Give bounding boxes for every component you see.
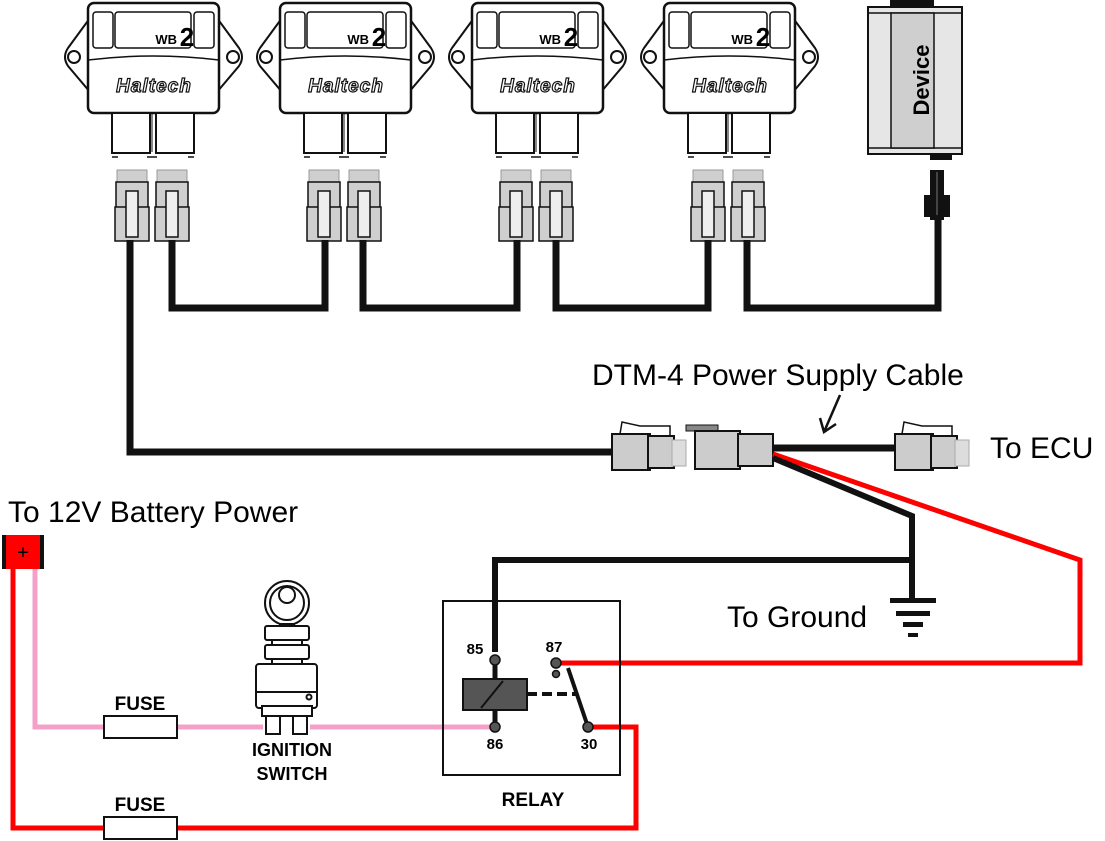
- relay-label: RELAY: [502, 790, 565, 811]
- haltech-logo: Haltech: [116, 76, 192, 97]
- wb2-model-number: 2: [564, 22, 578, 52]
- device-label: Device: [909, 45, 934, 116]
- can-chain-wires: [126, 220, 942, 456]
- dtm-connector: [498, 169, 534, 242]
- ecu-label: To ECU: [990, 432, 1093, 465]
- fuse-2-label: FUSE: [115, 795, 166, 816]
- dtm-connector: [306, 169, 342, 242]
- dtm-connector: [346, 169, 382, 242]
- wb2-model-number: 2: [372, 22, 386, 52]
- ignition-label-line1: IGNITION: [252, 740, 332, 760]
- battery-label: To 12V Battery Power: [8, 496, 298, 529]
- wb2-model-small: WB: [731, 32, 753, 47]
- haltech-logo: Haltech: [692, 76, 768, 97]
- dtm-connector: [114, 169, 150, 242]
- relay-pin-85: 85: [467, 641, 484, 658]
- wb2-model-number: 2: [756, 22, 770, 52]
- switched-wire: [32, 569, 105, 730]
- wb2-model-small: WB: [539, 32, 561, 47]
- cable-label: DTM-4 Power Supply Cable: [592, 359, 964, 392]
- wb2-model-small: WB: [155, 32, 177, 47]
- ground-label: To Ground: [727, 601, 867, 634]
- pin-30-terminal: [582, 721, 594, 733]
- haltech-logo: Haltech: [308, 76, 384, 97]
- device-box: Device: [867, 0, 963, 160]
- device-connector: [924, 170, 950, 220]
- haltech-logo: Haltech: [500, 76, 576, 97]
- dtm-connector: [154, 169, 190, 242]
- battery-terminal: +: [2, 535, 44, 569]
- fuse-2: [103, 816, 178, 840]
- wb2-model-number: 2: [180, 22, 194, 52]
- pin-87-terminal: [550, 657, 562, 669]
- battery-plus-symbol: +: [17, 542, 29, 564]
- fuse-1: [103, 715, 178, 739]
- ground-symbol: [492, 557, 936, 652]
- dtm-connector: [730, 169, 766, 242]
- wb2-model-small: WB: [347, 32, 369, 47]
- dtm4-cable: [556, 394, 1083, 666]
- pin-86-terminal: [489, 721, 501, 733]
- relay-pin-87: 87: [546, 639, 563, 656]
- dtm-connector: [690, 169, 726, 242]
- ignition-switch: [255, 580, 318, 735]
- fuse-1-label: FUSE: [115, 694, 166, 715]
- relay-pin-30: 30: [581, 736, 598, 753]
- relay: [442, 600, 621, 776]
- pin-85-terminal: [489, 654, 501, 666]
- ignition-label-line2: SWITCH: [257, 764, 328, 784]
- relay-pin-86: 86: [487, 736, 504, 753]
- power-wire: [10, 569, 105, 831]
- dtm-connector: [538, 169, 574, 242]
